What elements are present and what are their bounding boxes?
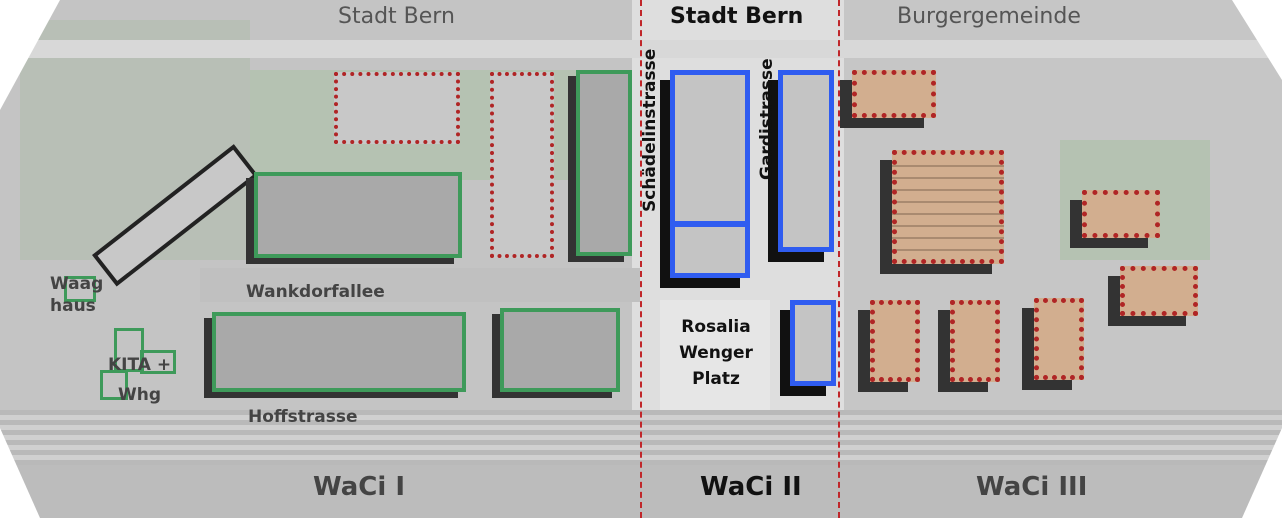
rosalia-wenger-platz [660, 300, 770, 410]
building-new-waci2 [670, 70, 750, 226]
street-label-schaedelinstrasse: Schädelinstrasse [640, 48, 660, 212]
waaghaus-label-line: haus [50, 296, 96, 316]
building-existing [334, 72, 460, 144]
map-corner [0, 428, 40, 518]
street-label-wankdorfallee: Wankdorfallee [246, 282, 385, 302]
kita-label-line: Whg [118, 385, 162, 405]
boundary-line-west [640, 0, 642, 518]
building-new-waci2 [790, 300, 836, 386]
building-waci3 [1082, 190, 1160, 238]
zone-label-waci3: WaCi III [976, 472, 1088, 502]
building-waci3 [892, 150, 1004, 264]
kita-label-line: KITA + [108, 355, 172, 375]
building-new-waci1 [576, 70, 632, 256]
waaghaus-label-line: Waag [50, 274, 104, 294]
wankdorfallee-road [200, 268, 640, 302]
kita-label: KITA + Whg [108, 350, 171, 410]
waaghaus-outline [64, 276, 96, 302]
zone-label-waci2: WaCi II [700, 472, 802, 502]
building-waci3 [1120, 266, 1198, 316]
building-new-waci2 [670, 222, 750, 278]
building-new-waci1 [254, 172, 462, 258]
platz-label-line: Platz [692, 369, 740, 389]
owner-label-waci3: Burgergemeinde [897, 4, 1081, 29]
building-new-waci1 [500, 308, 620, 392]
map-corner [0, 0, 60, 110]
map-corner [1242, 428, 1282, 518]
building-waci3 [1034, 298, 1084, 380]
kita-outline [140, 350, 176, 374]
building-existing [490, 72, 554, 258]
zone-label-waci1: WaCi I [313, 472, 406, 502]
street-label-gardistrasse: Gardistrasse [757, 58, 777, 180]
platz-label-line: Wenger [679, 343, 753, 363]
building-new-waci2 [778, 70, 834, 252]
kita-outline [100, 370, 128, 400]
owner-label-waci1: Stadt Bern [338, 4, 455, 29]
owner-label-waci2: Stadt Bern [670, 4, 804, 29]
building-waci3 [870, 300, 920, 382]
building-new-waci1 [212, 312, 466, 392]
street-label-hoffstrasse: Hoffstrasse [248, 407, 358, 427]
building-waci3 [950, 300, 1000, 382]
boundary-line-east [838, 0, 840, 518]
platz-label-line: Rosalia [681, 317, 751, 337]
building-waci3 [852, 70, 936, 118]
map-corner [1232, 0, 1282, 80]
